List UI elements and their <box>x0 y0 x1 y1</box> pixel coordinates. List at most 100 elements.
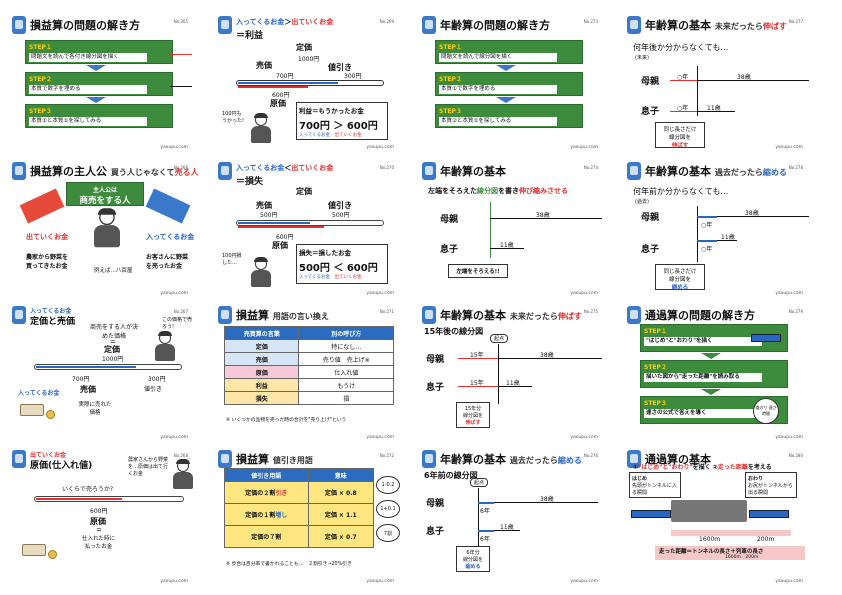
cmp-right: 600円 <box>346 121 378 132</box>
tunnel-icon <box>671 500 747 522</box>
son-years: ○年 <box>701 246 713 253</box>
cmp-left: 500円 <box>299 263 330 274</box>
mother-label: 母親 <box>641 213 660 223</box>
teika-bar <box>34 364 182 370</box>
teika-bar <box>236 220 384 226</box>
logo-icon <box>422 306 436 324</box>
mother-shrink <box>697 216 717 218</box>
card-title: 年齢算の基本 <box>440 165 506 178</box>
logo-icon <box>218 16 232 34</box>
tunnel-length: 1600m <box>699 536 721 543</box>
logo-icon <box>12 450 26 468</box>
note-box: 15年分線分図を伸ばす <box>456 402 490 428</box>
table-row: 売価売り値 売上げ※ <box>223 352 394 366</box>
son-age: 11歳 <box>707 105 721 112</box>
logo-icon <box>12 306 26 324</box>
site-footer: yaxupu.com <box>366 579 394 584</box>
logo-icon <box>422 16 436 34</box>
step-3: STEP３ 本質①と本質①を探してみる <box>25 104 173 128</box>
nebiki-value: 300円 <box>344 73 362 80</box>
sonshitsu-box: 損失＝損したお金 500円 ＜ 600円 入ってくるお金 出ていくお金 <box>296 244 388 284</box>
step-label: STEP２ <box>644 364 667 371</box>
son-label: 息子 <box>440 245 459 255</box>
logo-icon <box>627 16 641 34</box>
train-length: 200m <box>757 536 775 543</box>
down-arrow-icon <box>496 65 516 71</box>
label-in: 入ってくるお金 <box>299 133 331 138</box>
step-label: STEP１ <box>439 44 462 51</box>
mother-line <box>697 80 809 81</box>
nebiki-label: 値引き <box>144 386 163 393</box>
future-tag: (未来) <box>635 55 649 61</box>
note-box: 左端をそろえる!! <box>448 264 508 278</box>
logo-icon <box>422 162 436 180</box>
site-footer: yaxupu.com <box>570 435 598 440</box>
card-tsukazan-basic: 通過算の基本 No.280 ①"はじめ"と"おわり"を描く ②走った距離を考える… <box>625 448 825 588</box>
son-line <box>494 530 520 531</box>
site-footer: yaxupu.com <box>570 579 598 584</box>
card-nenrei-basic: 年齢算の基本 No.274 左端をそろえた線分図を書き伸び縮みさせる 母親 息子… <box>420 160 620 300</box>
card-title: 原価(仕入れ値) <box>30 461 93 471</box>
note-box: 同じ長さだけ線分図を縮める <box>655 264 705 291</box>
site-footer: yaxupu.com <box>160 435 188 440</box>
son-label: 息子 <box>641 107 660 117</box>
son-age: 11歳 <box>721 234 735 241</box>
red-segment <box>170 54 192 55</box>
in-note: お客さんに野菜を売ったお金 <box>146 254 189 270</box>
son-line <box>697 111 735 112</box>
table-header: 意味 <box>307 468 375 482</box>
card-kicker: 出ていくお金 <box>30 452 67 459</box>
site-footer: yaxupu.com <box>160 291 188 296</box>
card-title: 年齢算の基本 未来だったら伸ばす <box>645 19 787 32</box>
step-text: 問題文を読んで各付き線分図を描く <box>29 53 147 62</box>
son-label: 息子 <box>426 383 445 393</box>
mother-label: 母親 <box>426 499 445 509</box>
card-number: No.276 <box>583 453 598 458</box>
mother-label: 母親 <box>426 355 445 365</box>
card-terms: 損益算 用語の言い換え No.271 売買算の言葉別の呼び方 定価特になし… 売… <box>216 304 416 444</box>
genka-bar <box>238 86 308 88</box>
down-arrow-icon <box>701 389 721 395</box>
site-footer: yaxupu.com <box>160 145 188 150</box>
logo-icon <box>218 306 232 324</box>
site-footer: yaxupu.com <box>775 579 803 584</box>
site-footer: yaxupu.com <box>366 435 394 440</box>
son-years: 6年 <box>480 536 490 543</box>
card-subtitle: ＝損失 <box>236 177 264 187</box>
card-title: 損益算の主人公 買う人じゃなくて売る人 <box>30 165 199 178</box>
out-note: 農家から野菜を買ってきたお金 <box>26 254 69 270</box>
distance-formula-bg <box>655 546 805 560</box>
seller-avatar <box>250 113 272 144</box>
out-label: 出ていくお金 <box>26 233 68 241</box>
in-arrow-icon <box>145 188 191 224</box>
mother-age: 38歳 <box>540 352 554 359</box>
card-number: No.269 <box>379 19 394 24</box>
genka-note: 仕入れた時に払ったお金 <box>82 536 116 550</box>
card-nebiki-terms: 損益算 値引き用語 No.272 値引き用語意味 定価の２割引き定価 × 0.8… <box>216 448 416 588</box>
nebiki-label: 値引き <box>328 201 352 210</box>
son-age: 11歳 <box>500 524 514 531</box>
train-icon <box>751 334 781 342</box>
bubble-1: 1+0.1 <box>376 500 400 518</box>
mother-extension <box>670 80 697 81</box>
logo-icon <box>218 162 232 180</box>
card-nenrei-past: 年齢算の基本 過去だったら縮める No.278 何年前か分からなくても… (過去… <box>625 160 825 300</box>
label-out: 出ていくお金 <box>334 275 362 280</box>
card-title: 年齢算の問題の解き方 <box>440 19 550 32</box>
card-nenrei-15: 年齢算の基本 未来だったら伸ばす No.275 15年後の線分図 起点 母親 息… <box>420 304 620 444</box>
table-row: 定価の１割増し定価 × 1.1 <box>224 503 375 526</box>
baika-label: 売価 <box>256 61 272 70</box>
in-label: 入ってくるお金 <box>146 233 195 241</box>
coin-icon <box>48 550 57 559</box>
card-rieki: 入ってくるお金＞出ていくお金 ＝利益 No.269 定価 1000円 売価 70… <box>216 14 416 154</box>
card-title: 入ってくるお金＞出ていくお金 <box>236 18 334 26</box>
mother-age: 38歳 <box>536 212 550 219</box>
step-3: STEP３ 本質②と本質①を探してみる <box>435 104 583 128</box>
nebiki-table: 値引き用語意味 定価の２割引き定価 × 0.8 定価の１割増し定価 × 1.1 … <box>224 468 375 548</box>
footnote: ※ 歩合は百分率で書かれることも… ２割引き→20%引き <box>226 562 352 567</box>
lead-text: 6年前の線分図 <box>424 471 478 480</box>
son-years: ○年 <box>677 105 689 112</box>
lead-text: 左端をそろえた線分図を書き伸び縮みさせる <box>428 187 568 195</box>
in-label: 入ってくるお金 <box>18 390 60 397</box>
value-700: 700円 <box>72 376 90 383</box>
